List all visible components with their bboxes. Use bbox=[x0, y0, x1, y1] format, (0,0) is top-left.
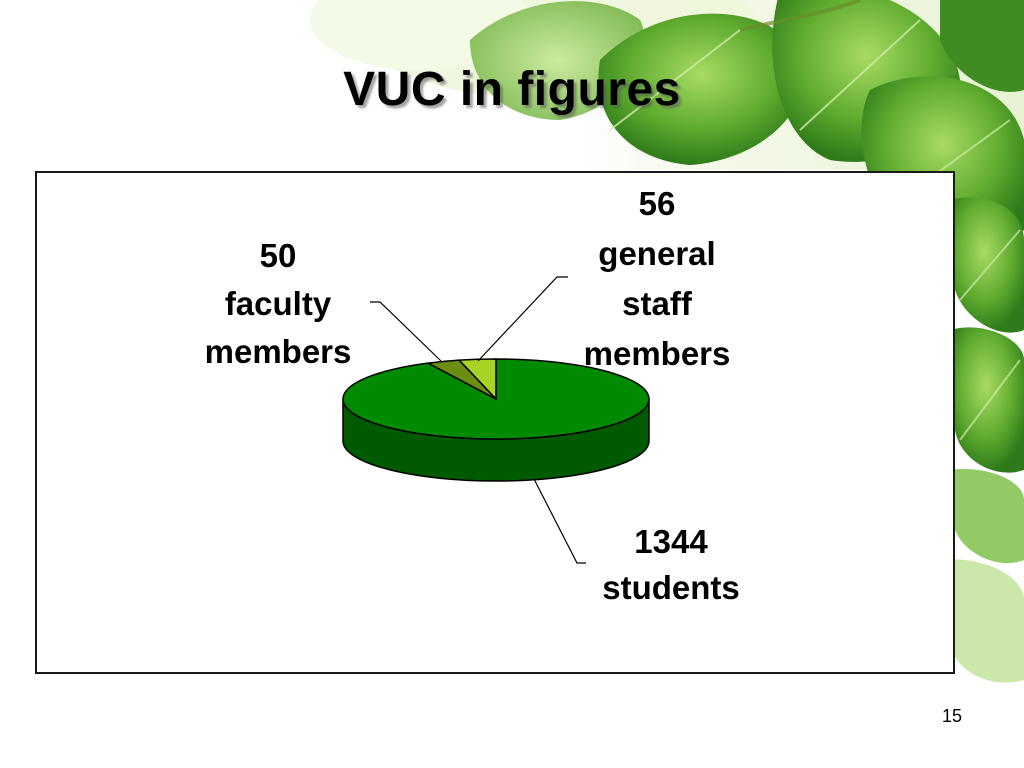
label-faculty-members-leader-line bbox=[370, 301, 442, 362]
label-general-staff-leader-line bbox=[477, 276, 568, 362]
pie-slice-general-staff bbox=[457, 358, 497, 401]
label-faculty-members-line: members bbox=[205, 333, 352, 370]
label-general-staff-line: 56 bbox=[639, 185, 676, 222]
label-general-staff-line: general bbox=[598, 235, 715, 272]
chart-frame: 1344 students 50 faculty members 56 general sta… bbox=[35, 171, 955, 674]
label-students: 1344 students bbox=[602, 523, 740, 606]
label-students-line: 1344 bbox=[634, 523, 708, 560]
label-faculty-members-line: 50 bbox=[260, 237, 297, 274]
label-students-line: students bbox=[602, 569, 740, 606]
label-students-leader-line bbox=[533, 478, 586, 564]
label-general-staff-line: members bbox=[584, 335, 731, 372]
label-faculty-members: 50 faculty members bbox=[205, 237, 352, 370]
label-general-staff-line: staff bbox=[622, 285, 693, 322]
label-general-staff: 56 general staff members bbox=[584, 185, 731, 372]
label-faculty-members-line: faculty bbox=[225, 285, 332, 322]
pie-chart: 1344 students 50 faculty members 56 general sta… bbox=[205, 185, 740, 606]
page-number: 15 bbox=[941, 706, 962, 726]
slide-title: VUC in figures bbox=[343, 63, 681, 116]
